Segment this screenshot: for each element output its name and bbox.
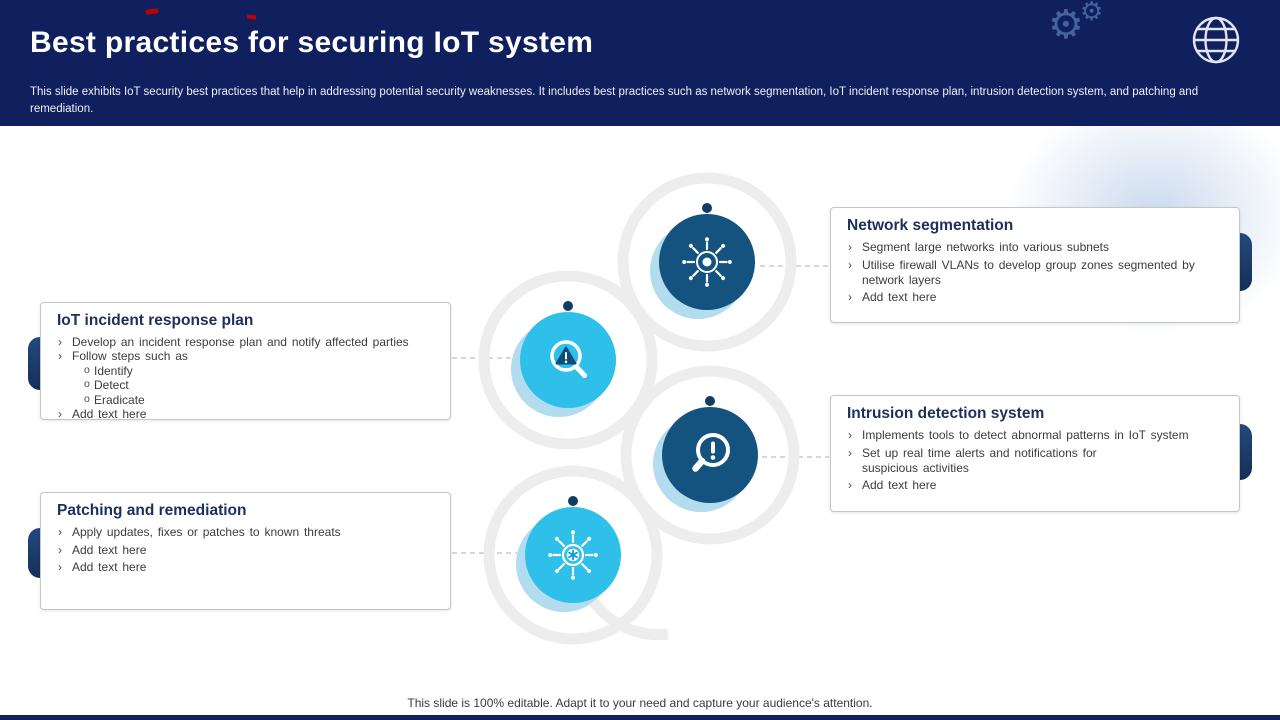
globe-icon	[1192, 16, 1240, 64]
bullet-list: › Develop an incident response plan and …	[53, 335, 438, 420]
bullet-marker: ›	[58, 349, 62, 364]
bullet-text: Set up real time alerts and notification…	[862, 445, 1097, 475]
node-dot-2	[563, 301, 573, 311]
node-dot-1	[702, 203, 712, 213]
bullet-item: › Segment large networks into various su…	[843, 240, 1227, 255]
node-dot-4	[568, 496, 578, 506]
page-title: Best practices for securing IoT system	[30, 26, 594, 59]
sub-bullet-item: o Eradicate	[53, 393, 438, 407]
bullet-item: › Add text here	[53, 560, 438, 575]
card-title: IoT incident response plan	[57, 312, 254, 329]
bottom-accent-bar	[0, 715, 1280, 720]
bullet-item: › Set up real time alerts and notificati…	[843, 446, 1227, 476]
sub-bullet-item: o Detect	[53, 378, 438, 392]
bullet-item: › Follow steps such as	[53, 349, 438, 363]
card-patching-remediation[interactable]: Patching and remediation › Apply updates…	[40, 492, 451, 610]
bullet-marker: ›	[848, 428, 852, 442]
bullet-list: › Segment large networks into various su…	[843, 240, 1227, 305]
bullet-text: Add text here	[72, 542, 147, 557]
slide-subtitle: This slide exhibits IoT security best pr…	[30, 86, 1199, 115]
bullet-text: Implements tools to detect abnormal patt…	[862, 428, 1189, 442]
ring-1	[617, 172, 797, 352]
bullet-text: Develop an incident response plan and no…	[72, 335, 409, 349]
card-iot-incident-response[interactable]: IoT incident response plan › Develop an …	[40, 302, 451, 420]
bullet-marker: ›	[58, 560, 62, 574]
bullet-marker: ›	[58, 525, 62, 539]
bullet-text: Apply updates, fixes or patches to known…	[72, 525, 341, 539]
sub-bullet-marker: o	[84, 392, 90, 405]
card-title: Network segmentation	[847, 217, 1014, 234]
bullet-text: Follow steps such as	[72, 349, 188, 364]
bullet-item: › Develop an incident response plan and …	[53, 335, 438, 349]
sub-bullet-marker: o	[84, 378, 90, 391]
ring-3	[620, 365, 800, 545]
bullet-list: › Implements tools to detect abnormal pa…	[843, 428, 1227, 493]
bullet-marker: ›	[848, 445, 852, 460]
footer-note: This slide is 100% editable. Adapt it to…	[407, 696, 873, 710]
red-mark	[145, 8, 159, 15]
bullet-marker: ›	[848, 257, 852, 272]
intrusion-node-circle[interactable]	[662, 407, 758, 503]
malware-scan-icon	[547, 529, 599, 581]
card-intrusion-detection[interactable]: Intrusion detection system › Implements …	[830, 395, 1240, 512]
bullet-marker: ›	[848, 240, 852, 254]
card-title: Patching and remediation	[57, 502, 247, 519]
sub-bullet-text: Identify	[94, 363, 133, 378]
bullet-marker: ›	[58, 406, 62, 420]
bullet-list: › Apply updates, fixes or patches to kno…	[53, 525, 438, 575]
bullet-marker: ›	[848, 478, 852, 492]
bullet-text: Add text here	[862, 478, 937, 492]
red-mark	[246, 14, 257, 20]
bullet-item: › Apply updates, fixes or patches to kno…	[53, 525, 438, 540]
bullet-text: Add text here	[862, 290, 937, 304]
bullet-marker: ›	[58, 335, 62, 349]
card-network-segmentation[interactable]: Network segmentation › Segment large net…	[830, 207, 1240, 323]
card-title: Intrusion detection system	[847, 405, 1045, 422]
ring-2	[478, 270, 658, 450]
iot-network-icon	[681, 236, 733, 288]
sub-bullet-marker: o	[84, 363, 90, 376]
bullet-text: Add text here	[72, 560, 147, 574]
bullet-item: › Add text here	[843, 290, 1227, 305]
ring-4	[483, 465, 663, 645]
bullet-item: › Add text here	[843, 478, 1227, 493]
bullet-item: › Utilise firewall VLANs to develop grou…	[843, 258, 1227, 288]
bullet-item: › Add text here	[53, 543, 438, 558]
bullet-item: › Add text here	[53, 406, 438, 420]
slide-header: Best practices for securing IoT system T…	[0, 0, 1280, 126]
bullet-text: Segment large networks into various subn…	[862, 240, 1109, 254]
node-dot-3	[705, 396, 715, 406]
bullet-marker: ›	[848, 290, 852, 304]
gears-icon: ⚙⚙	[1048, 0, 1104, 47]
sub-bullet-text: Eradicate	[94, 392, 145, 407]
bullet-item: › Implements tools to detect abnormal pa…	[843, 428, 1227, 443]
bullet-marker: ›	[58, 542, 62, 557]
ring-arc	[589, 598, 669, 641]
search-alert-icon	[692, 433, 730, 472]
bullet-text: Utilise firewall VLANs to develop group …	[862, 257, 1195, 287]
bullet-text: Add text here	[72, 406, 147, 420]
search-warning-icon	[550, 340, 587, 378]
sub-bullet-item: o Identify	[53, 364, 438, 378]
sub-bullet-text: Detect	[94, 378, 129, 393]
